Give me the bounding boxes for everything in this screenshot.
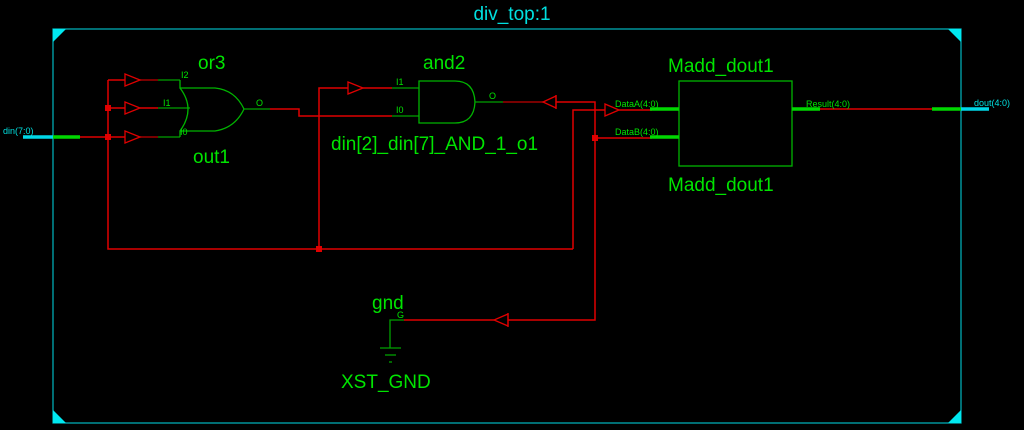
- output-port-dout[interactable]: dout(4:0): [932, 98, 1010, 111]
- frame-corner-top-right: [948, 29, 961, 42]
- and2-body: [418, 80, 476, 124]
- adder-pin-data-a-label: DataA(4:0): [615, 99, 659, 109]
- and2-type-label: and2: [423, 53, 465, 74]
- block-madd-dout1[interactable]: DataA(4:0) DataB(4:0) Result(4:0) Madd_d…: [615, 56, 850, 196]
- adder-pin-data-b-label: DataB(4:0): [615, 127, 659, 137]
- buffer-arrow-icon: [347, 81, 365, 95]
- input-port-din[interactable]: din(7:0): [3, 126, 80, 139]
- din-port-label: din(7:0): [3, 126, 34, 136]
- frame-corner-bottom-left: [53, 410, 66, 423]
- buffer-arrow-icon: [124, 130, 142, 144]
- junction-dot: [105, 105, 111, 111]
- frame-corner-top-left: [53, 29, 66, 42]
- or3-pin-i2-label: I2: [181, 70, 189, 80]
- and2-pin-i1-label: I1: [396, 77, 404, 87]
- or3-pin-i0-label: I0: [180, 127, 188, 137]
- nets: [80, 79, 932, 321]
- hierarchy-block-div-top[interactable]: div_top:1: [52, 4, 962, 424]
- ground-xst-gnd[interactable]: G gnd XST_GND: [341, 293, 431, 393]
- or3-instance-label: out1: [193, 147, 230, 168]
- and2-pin-i0-label: I0: [396, 105, 404, 115]
- junction-dot: [316, 246, 322, 252]
- adder-type-label: Madd_dout1: [668, 56, 774, 77]
- adder-pin-result-label: Result(4:0): [806, 99, 850, 109]
- buffer-arrow-icon: [124, 73, 142, 87]
- gate-and2[interactable]: I1 I0 O and2 din[2]_din[7]_AND_1_o1: [331, 53, 538, 155]
- buffer-arrow-icon: [541, 94, 557, 110]
- and2-pin-o-label: O: [489, 91, 496, 101]
- gate-or3[interactable]: I2 I1 I0 O or3 out1: [158, 53, 270, 168]
- gnd-pin-line: [389, 319, 404, 348]
- net-or3-out[interactable]: [270, 108, 392, 117]
- buffer-arrow-icon: [604, 103, 621, 117]
- gnd-instance-label: XST_GND: [341, 372, 431, 393]
- net-direction-markers: [124, 73, 621, 327]
- and2-instance-label: din[2]_din[7]_AND_1_o1: [331, 134, 538, 155]
- junction-dot: [592, 135, 598, 141]
- or3-pin-i1-label: I1: [163, 98, 171, 108]
- net-and-out[interactable]: [508, 101, 596, 321]
- gnd-pin-label: G: [397, 310, 404, 320]
- net-din-to-and-i1[interactable]: [318, 87, 348, 249]
- junction-dot: [105, 134, 111, 140]
- adder-body: [678, 80, 793, 167]
- net-din-trunk[interactable]: [107, 80, 573, 250]
- gnd-type-label: gnd: [372, 293, 404, 314]
- block-frame: [52, 28, 962, 424]
- buffer-arrow-icon: [124, 101, 142, 115]
- net-din-to-data-a[interactable]: [572, 109, 605, 249]
- frame-corner-bottom-right: [948, 410, 961, 423]
- buffer-arrow-icon: [492, 313, 509, 327]
- or3-type-label: or3: [198, 53, 225, 74]
- dout-port-label: dout(4:0): [974, 98, 1010, 108]
- or3-pin-o-label: O: [256, 98, 263, 108]
- adder-instance-label: Madd_dout1: [668, 175, 774, 196]
- block-title: div_top:1: [473, 4, 550, 25]
